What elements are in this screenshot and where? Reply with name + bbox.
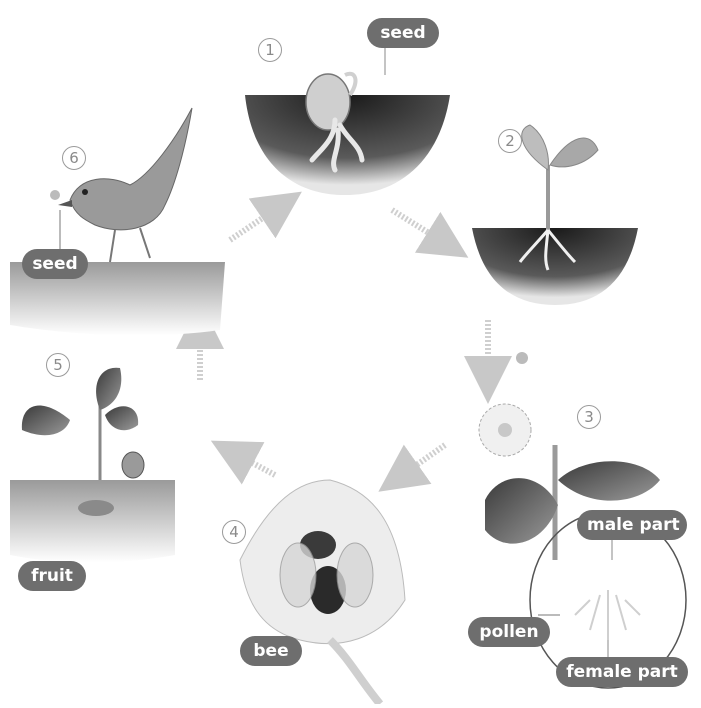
stage-2-seedling: [472, 125, 638, 305]
arrow-6-to-1: [230, 205, 282, 240]
stage-number-6: 6: [62, 146, 86, 170]
stage-number-3: 3: [577, 405, 601, 429]
stage-number-4: 4: [222, 520, 246, 544]
stage-4-bee-on-flower: [240, 480, 405, 704]
label-bee: bee: [240, 636, 302, 666]
arrow-4-to-5: [232, 452, 275, 475]
label-fruit: fruit: [18, 561, 86, 591]
stage-1-germinating-seed: [245, 74, 450, 195]
label-seed-top: seed: [367, 18, 439, 48]
stage-6-bird: [10, 108, 225, 335]
arrow-1-to-2: [392, 210, 448, 245]
label-pollen: pollen: [468, 617, 550, 647]
label-female-part: female part: [556, 657, 688, 687]
stage-number-5: 5: [46, 353, 70, 377]
label-male-part: male part: [577, 510, 687, 540]
arrow-3-to-4: [398, 445, 445, 478]
stage-number-2: 2: [498, 129, 522, 153]
stage-5-fruiting-plant: [10, 368, 175, 563]
cycle-arrows: [200, 205, 488, 478]
stage-number-1: 1: [258, 38, 282, 62]
label-seed-bird: seed: [22, 249, 88, 279]
